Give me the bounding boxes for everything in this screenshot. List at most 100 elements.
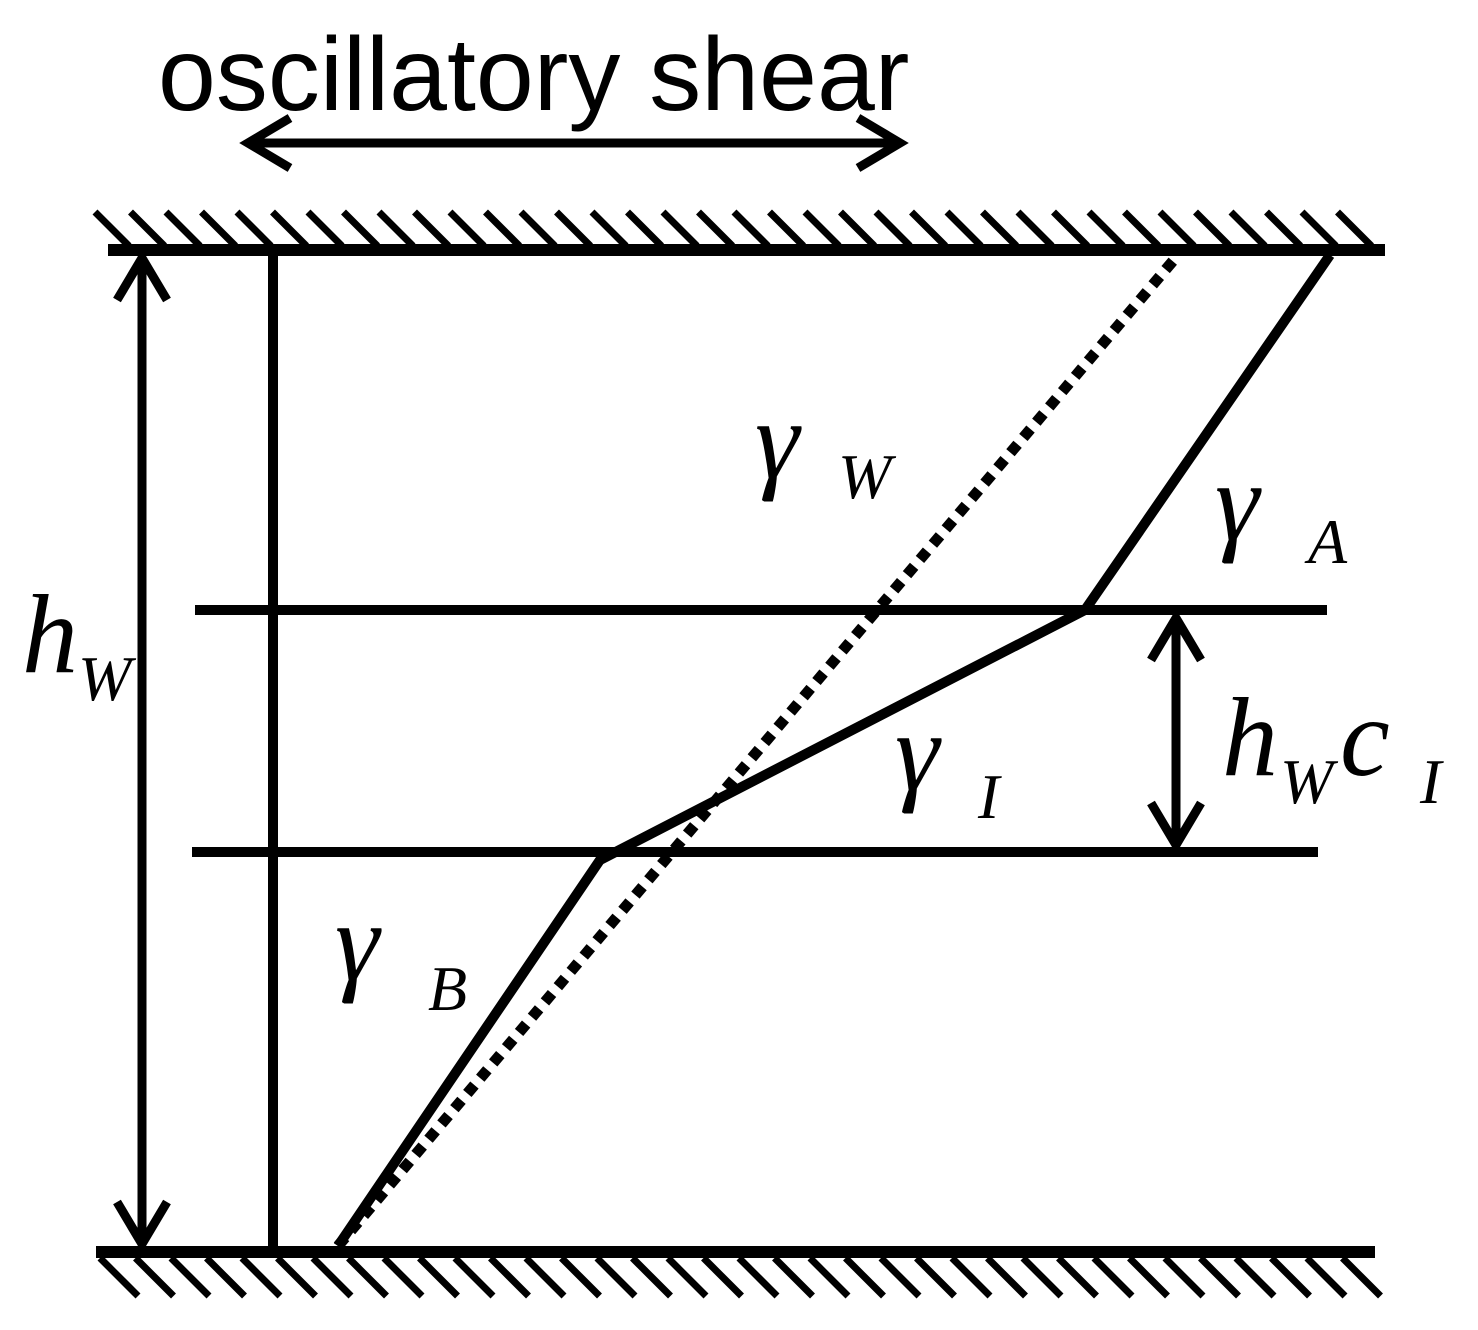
- gamma-b-label: γ B: [335, 881, 467, 1024]
- hatch-mark: [1299, 209, 1339, 249]
- top-wall: [92, 209, 1385, 256]
- hatch-mark: [949, 1255, 993, 1299]
- hatch-mark: [660, 209, 700, 249]
- svg-text:γ: γ: [335, 881, 382, 1005]
- hatch-mark: [1162, 1255, 1206, 1299]
- hatch-mark: [133, 1255, 176, 1299]
- svg-text:B: B: [428, 953, 467, 1024]
- hatch-mark: [1122, 209, 1161, 249]
- hatch-mark: [594, 1255, 638, 1299]
- hatch-mark: [1335, 209, 1374, 249]
- hatch-mark: [914, 1255, 957, 1299]
- hatch-mark: [873, 209, 913, 249]
- hatch-mark: [483, 209, 522, 249]
- hatch-mark: [944, 209, 984, 249]
- hatch-mark: [1157, 209, 1197, 249]
- hatch-mark: [447, 209, 487, 249]
- hatch-mark: [168, 1255, 212, 1299]
- hw-arrow: [113, 249, 171, 1253]
- hatch-mark: [204, 1255, 247, 1299]
- hatch-mark: [1198, 1255, 1241, 1299]
- layered-profile-solid: [333, 252, 1335, 1249]
- svg-text:γ: γ: [755, 379, 802, 503]
- hatch-mark: [518, 209, 558, 249]
- hatch-mark: [270, 209, 309, 249]
- hatch-mark: [341, 209, 380, 249]
- hatch-mark: [523, 1255, 567, 1299]
- hatch-mark: [665, 1255, 709, 1299]
- hwci-label: h W c I: [1222, 676, 1444, 817]
- svg-text:W: W: [838, 441, 897, 512]
- hatch-mark: [736, 1255, 780, 1299]
- hatch-mark: [1340, 1255, 1383, 1299]
- gamma-a-label: γ A: [1215, 441, 1348, 577]
- gamma-w-label: γ W: [755, 379, 897, 512]
- hatch-mark: [1020, 1255, 1064, 1299]
- hatch-mark: [767, 209, 806, 249]
- hatch-mark: [589, 209, 629, 249]
- svg-text:h: h: [22, 573, 78, 697]
- svg-text:A: A: [1304, 506, 1348, 577]
- hatch-mark: [346, 1255, 389, 1299]
- hatch-mark: [234, 209, 274, 249]
- hatch-mark: [381, 1255, 425, 1299]
- svg-text:I: I: [977, 761, 1002, 832]
- bottom-wall: [96, 1246, 1383, 1299]
- hatch-mark: [488, 1255, 531, 1299]
- hatch-mark: [554, 209, 593, 249]
- hatch-mark: [1193, 209, 1232, 249]
- hatch-mark: [843, 1255, 886, 1299]
- hatch-mark: [807, 1255, 851, 1299]
- uniform-profile-dotted: [333, 251, 1183, 1250]
- svg-text:W: W: [78, 643, 137, 714]
- hatch-mark: [1304, 1255, 1348, 1299]
- hatch-mark: [310, 1255, 354, 1299]
- hatch-mark: [163, 209, 203, 249]
- svg-text:I: I: [1419, 746, 1444, 817]
- svg-text:W: W: [1280, 746, 1339, 817]
- hatch-mark: [701, 1255, 744, 1299]
- hatch-mark: [1091, 1255, 1135, 1299]
- hatch-mark: [452, 1255, 496, 1299]
- hatch-mark: [199, 209, 238, 249]
- hatch-mark: [376, 209, 416, 249]
- hatch-mark: [1056, 1255, 1099, 1299]
- hatch-mark: [417, 1255, 460, 1299]
- hatch-mark: [630, 1255, 673, 1299]
- hatch-mark: [731, 209, 771, 249]
- hatch-mark: [275, 1255, 318, 1299]
- hatch-mark: [878, 1255, 922, 1299]
- hatch-mark: [1228, 209, 1268, 249]
- hatch-mark: [1264, 209, 1303, 249]
- hatch-mark: [772, 1255, 815, 1299]
- hatch-mark: [1269, 1255, 1312, 1299]
- title-text: oscillatory shear: [158, 17, 909, 133]
- hatch-mark: [1233, 1255, 1277, 1299]
- gamma-i-label: γ I: [895, 691, 1002, 832]
- hatch-mark: [980, 209, 1019, 249]
- svg-text:h: h: [1222, 676, 1278, 800]
- hatch-mark: [305, 209, 345, 249]
- hatch-mark: [1051, 209, 1090, 249]
- svg-text:γ: γ: [895, 691, 942, 815]
- hatch-mark: [1086, 209, 1126, 249]
- hatch-mark: [1127, 1255, 1170, 1299]
- svg-text:c: c: [1340, 676, 1390, 800]
- hatch-mark: [239, 1255, 283, 1299]
- hatch-mark: [97, 1255, 141, 1299]
- hatch-mark: [909, 209, 948, 249]
- oscillatory-arrow: [239, 114, 909, 172]
- hw-label: h W: [22, 573, 137, 714]
- hatch-mark: [559, 1255, 602, 1299]
- hatch-mark: [92, 209, 132, 249]
- hatch-mark: [802, 209, 842, 249]
- hwci-arrow: [1147, 609, 1205, 854]
- hatch-mark: [696, 209, 735, 249]
- hatch-mark: [625, 209, 664, 249]
- hatch-mark: [838, 209, 877, 249]
- hatch-mark: [1015, 209, 1055, 249]
- hatch-mark: [412, 209, 451, 249]
- hatch-mark: [985, 1255, 1028, 1299]
- hatch-mark: [128, 209, 167, 249]
